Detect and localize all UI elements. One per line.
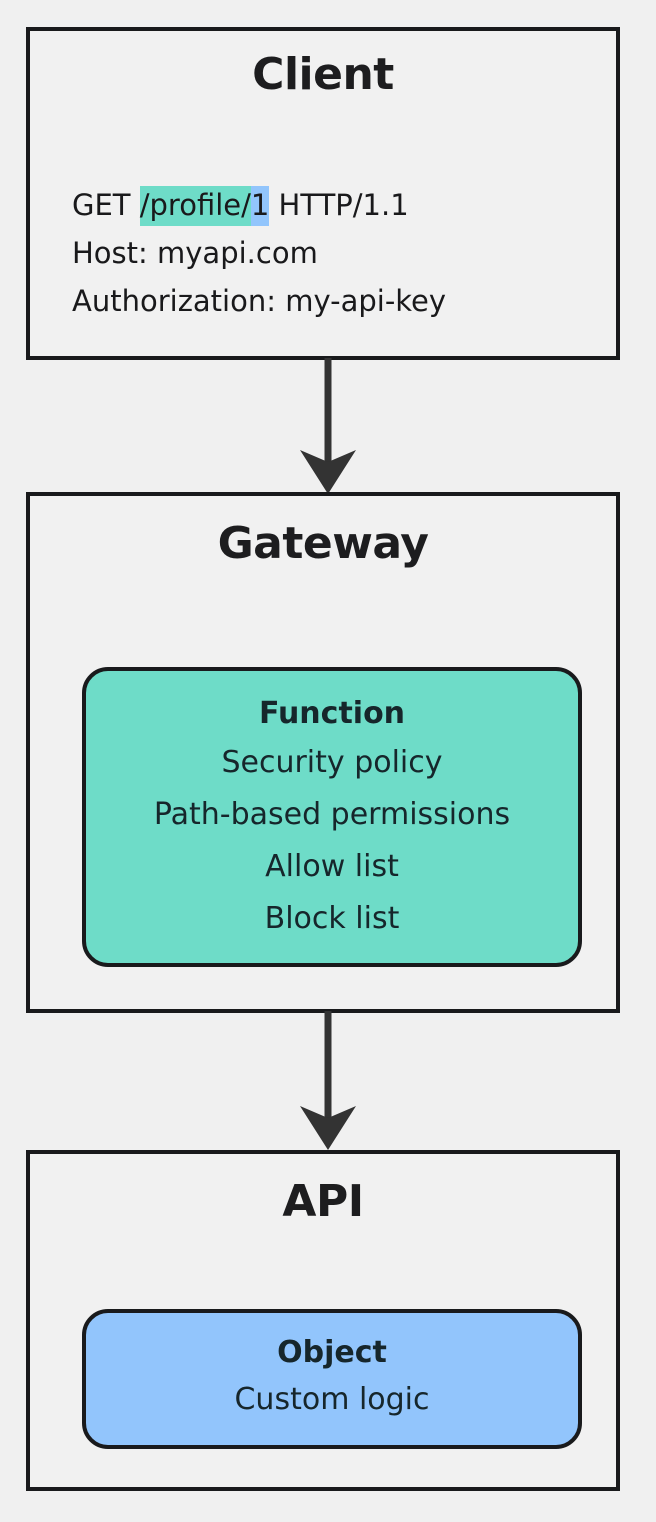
- function-line-3: Allow list: [265, 849, 399, 884]
- http-method: GET: [72, 188, 140, 222]
- api-title: API: [282, 1176, 364, 1227]
- arrow-client-to-gateway: [300, 358, 356, 494]
- function-line-2: Path-based permissions: [153, 797, 511, 832]
- http-protocol: HTTP/1.1: [269, 188, 409, 222]
- path-highlight-blue: 1: [250, 186, 270, 226]
- http-request-block: GET /profile/1 HTTP/1.1 Host: myapi.com …: [72, 181, 596, 325]
- request-host-line: Host: myapi.com: [72, 236, 318, 270]
- object-panel: Object Custom logic: [82, 1309, 582, 1449]
- function-panel: Function Security policy Path-based perm…: [82, 667, 582, 967]
- client-title: Client: [252, 49, 394, 100]
- function-line-4: Block list: [264, 901, 400, 936]
- arrow-gateway-to-api: [300, 1011, 356, 1150]
- object-title: Object: [277, 1335, 387, 1370]
- function-line-1: Security policy: [221, 745, 443, 780]
- object-line-1: Custom logic: [234, 1382, 430, 1417]
- client-node: Client GET /profile/1 HTTP/1.1 Host: mya…: [26, 27, 620, 360]
- request-auth-line: Authorization: my-api-key: [72, 284, 447, 318]
- path-highlight-teal: /profile/: [139, 186, 251, 226]
- function-title: Function: [258, 696, 406, 731]
- request-line-1: GET /profile/1 HTTP/1.1: [72, 181, 596, 229]
- gateway-title: Gateway: [217, 518, 429, 569]
- gateway-node: Gateway Function Security policy Path-ba…: [26, 492, 620, 1013]
- api-node: API Object Custom logic: [26, 1150, 620, 1491]
